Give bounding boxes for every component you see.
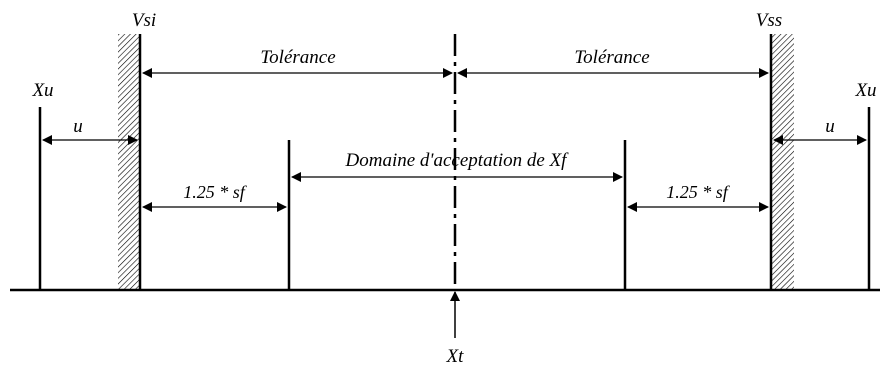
vsi-limit-bar bbox=[118, 34, 140, 290]
tolerance-left-label: Tolérance bbox=[260, 47, 335, 68]
xu-left-label: Xu bbox=[31, 80, 53, 101]
u-left-label: u bbox=[73, 116, 83, 137]
vsi-label: Vsi bbox=[132, 10, 156, 31]
u-right-label: u bbox=[825, 116, 835, 137]
xt-label: Xt bbox=[446, 346, 465, 367]
margin-right-label: 1.25 * sf bbox=[666, 182, 731, 202]
acceptance-label: Domaine d'acceptation de Xf bbox=[345, 150, 570, 171]
tolerance-right-label: Tolérance bbox=[574, 47, 649, 68]
vss-label: Vss bbox=[756, 10, 782, 31]
margin-left-label: 1.25 * sf bbox=[183, 182, 248, 202]
vss-limit-bar bbox=[771, 34, 794, 290]
xu-right-label: Xu bbox=[854, 80, 876, 101]
